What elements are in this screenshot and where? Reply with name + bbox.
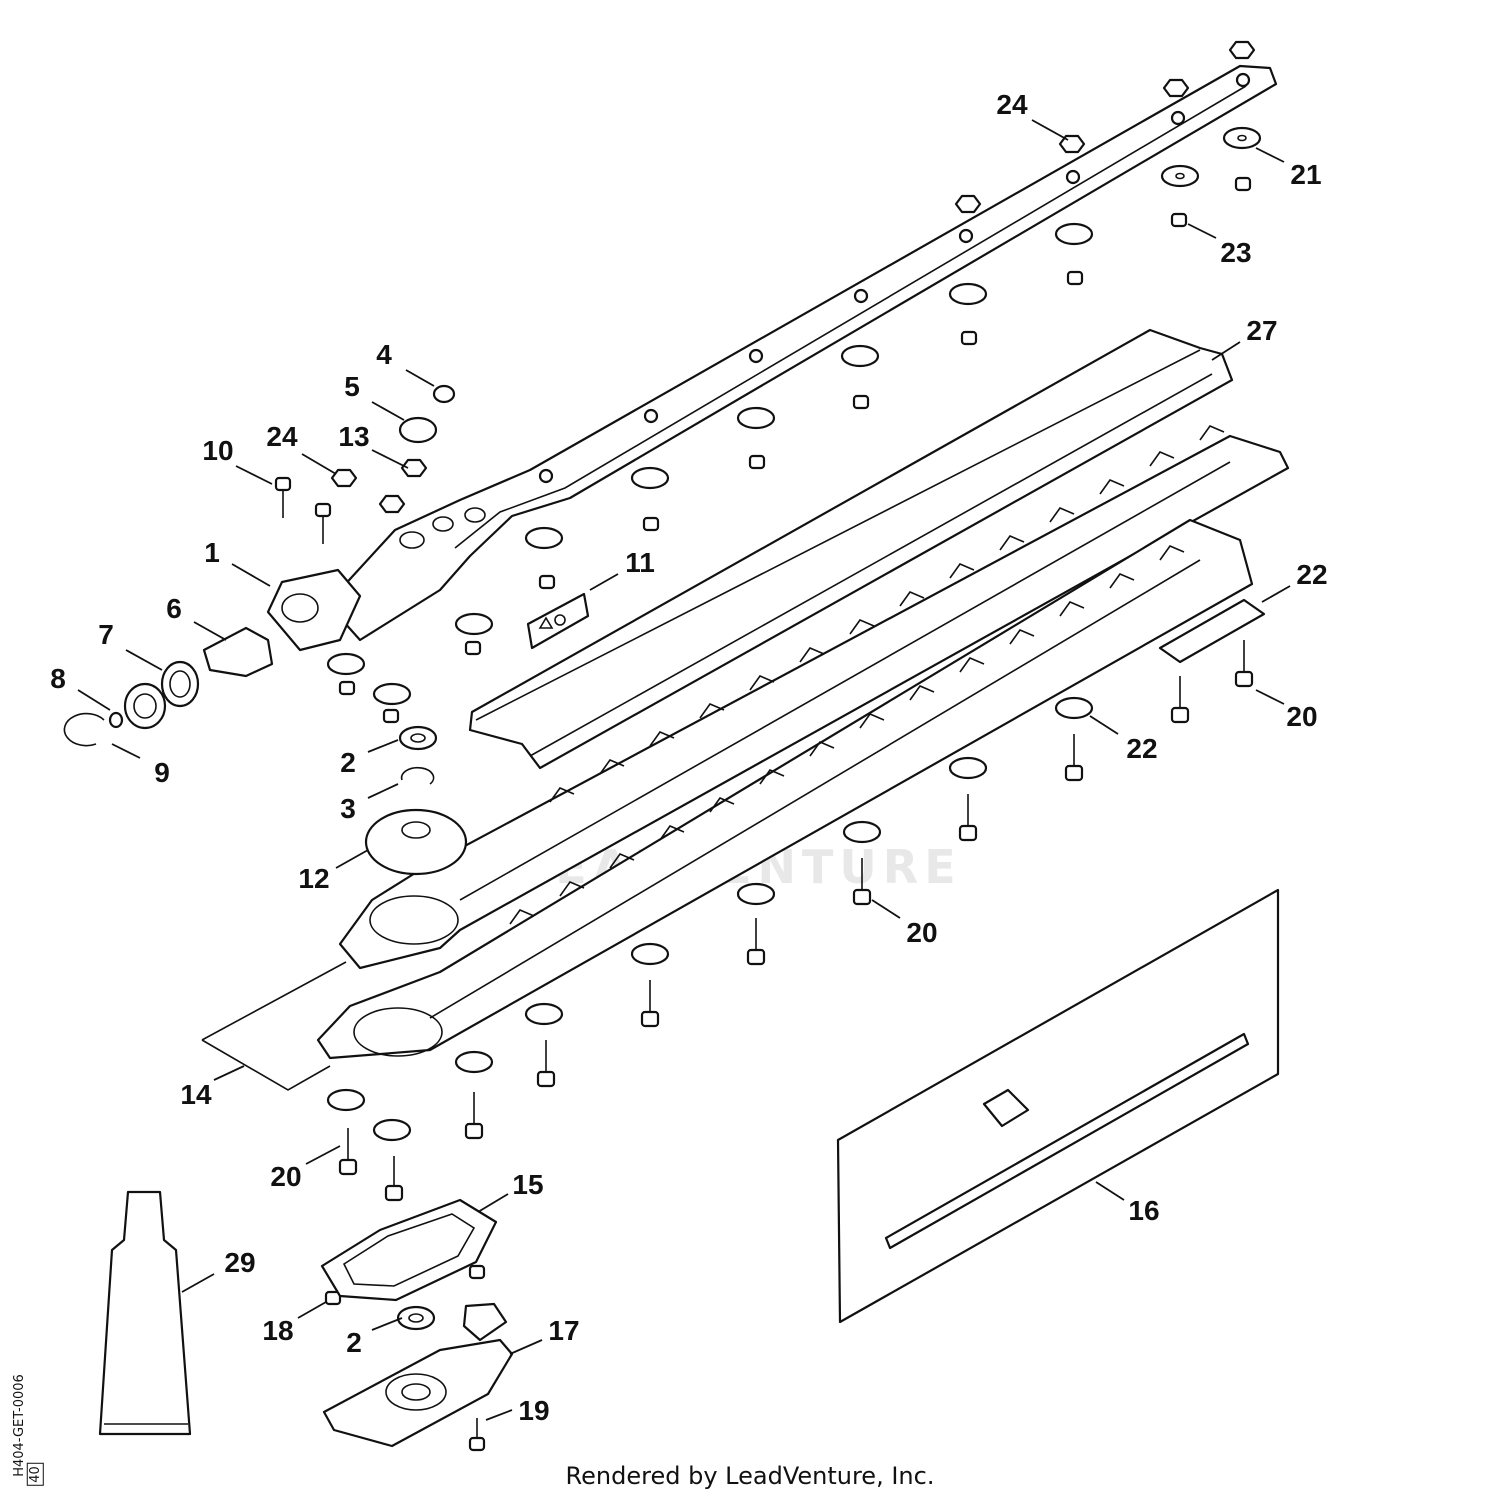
callout-19: 19 (518, 1395, 549, 1426)
kit-panel (836, 888, 1280, 1324)
gasket (320, 1198, 498, 1302)
callout-9: 9 (154, 757, 170, 788)
callout-20c: 20 (270, 1161, 301, 1192)
warning-label (526, 592, 590, 650)
callout-7: 7 (98, 619, 114, 650)
callout-21: 21 (1290, 159, 1321, 190)
callout-2a: 2 (340, 747, 356, 778)
callout-29: 29 (224, 1247, 255, 1278)
gear-parts (63, 384, 508, 1342)
small-nuts (324, 176, 1252, 1306)
blade-teeth (509, 425, 1225, 925)
callout-24a: 24 (996, 89, 1028, 120)
callout-18: 18 (262, 1315, 293, 1346)
cutter-blades (316, 434, 1290, 1060)
callout-2b: 2 (346, 1327, 362, 1358)
callout-5: 5 (344, 371, 360, 402)
screws (274, 476, 1254, 1452)
footer-credit: Rendered by LeadVenture, Inc. (565, 1462, 935, 1490)
gear-housing-cover (322, 1338, 514, 1448)
callout-20a: 20 (1286, 701, 1317, 732)
washers (326, 126, 1262, 1142)
callout-20b: 20 (906, 917, 937, 948)
leader-lines (77, 119, 1291, 1421)
callout-17: 17 (548, 1315, 579, 1346)
blade-cover (468, 328, 1234, 770)
callout-1: 1 (204, 537, 220, 568)
callout-11: 11 (625, 547, 655, 578)
callout-27: 27 (1246, 315, 1277, 346)
grease-tube (98, 1190, 192, 1436)
callout-10: 10 (202, 435, 233, 466)
callout-6: 6 (166, 593, 182, 624)
callout-labels: 1 2 2 3 4 5 6 7 8 9 10 11 12 13 14 15 16… (50, 89, 1327, 1426)
callout-3: 3 (340, 793, 356, 824)
sheet-outline (201, 961, 347, 1091)
callout-16: 16 (1128, 1195, 1159, 1226)
callout-12: 12 (298, 863, 329, 894)
callout-8: 8 (50, 663, 66, 694)
callout-24b: 24 (266, 421, 298, 452)
callout-15: 15 (512, 1169, 543, 1200)
callout-14: 14 (180, 1079, 212, 1110)
callout-22b: 22 (1126, 733, 1157, 764)
callout-13: 13 (338, 421, 369, 452)
callout-23: 23 (1220, 237, 1251, 268)
nuts-row (330, 40, 1256, 514)
callout-4: 4 (376, 339, 392, 370)
spacer-plate (1158, 598, 1266, 664)
callout-22a: 22 (1296, 559, 1327, 590)
blade-bar (266, 64, 1278, 652)
bar-holes (538, 72, 1251, 484)
